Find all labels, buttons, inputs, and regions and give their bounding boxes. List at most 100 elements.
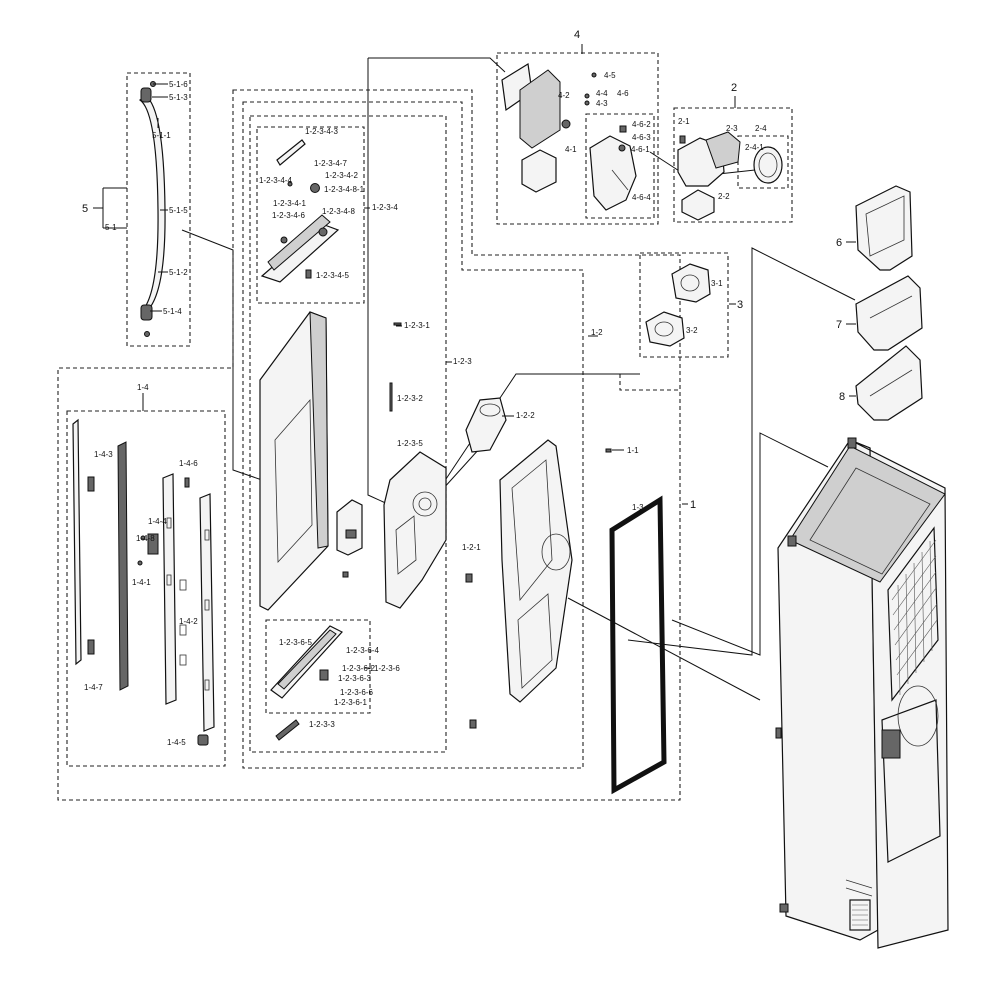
label-5-1-2: 5-1-2 xyxy=(169,268,188,277)
label-1-2-3-2: 1-2-3-2 xyxy=(397,394,423,403)
box-assembly-4 xyxy=(496,52,659,225)
trim-screw-1-4-1 xyxy=(137,560,143,566)
label-4-1: 4-1 xyxy=(565,145,577,154)
label-1: 1 xyxy=(690,499,696,511)
label-5-1-6: 5-1-6 xyxy=(169,80,188,89)
trim-block-1-4-4 xyxy=(147,533,159,555)
auger-ring-2-4-1[interactable] xyxy=(753,146,783,184)
dispenser-housing-1-2-3-5[interactable] xyxy=(383,451,447,609)
label-4-6-3: 4-6-3 xyxy=(632,133,651,142)
label-3: 3 xyxy=(737,299,743,311)
side-trim-parts-1-4[interactable] xyxy=(72,418,215,746)
ice-chute-1-2-2[interactable] xyxy=(465,397,507,453)
ice-maker-tray[interactable] xyxy=(521,149,557,193)
ice-maker-screw-4-5 xyxy=(591,72,597,78)
label-5-1-4: 5-1-4 xyxy=(163,307,182,316)
label-5-1-5: 5-1-5 xyxy=(169,206,188,215)
box-assembly-1-extension xyxy=(619,374,680,391)
control-motor-1-2-3-4-2 xyxy=(310,183,320,193)
cabinet-top xyxy=(789,445,946,583)
handle-bar[interactable] xyxy=(138,95,166,311)
trim-clip-1-4-3-top xyxy=(87,476,95,492)
label-2-2: 2-2 xyxy=(718,192,730,201)
label-5: 5 xyxy=(82,203,88,215)
chute-body[interactable] xyxy=(465,397,507,453)
door-bin-7[interactable] xyxy=(855,275,923,351)
label-1-2-3-4-8-1: 1-2-3-4-8-1 xyxy=(324,185,365,194)
label-1-2-3-6-2: 1-2-3-6-2 xyxy=(342,664,375,673)
trim-cap-1-4-5 xyxy=(197,734,209,746)
label-4-3: 4-3 xyxy=(596,99,608,108)
gasket-frame[interactable] xyxy=(609,495,667,795)
box-assembly-1-2-3-4 xyxy=(256,126,365,304)
label-1-2-3-4-5: 1-2-3-4-5 xyxy=(316,271,349,280)
trim-screw-1-4-8 xyxy=(140,535,146,541)
label-2-4-1: 2-4-1 xyxy=(745,143,764,152)
hinge-plate[interactable] xyxy=(336,499,363,556)
box-assembly-1-4 xyxy=(66,410,226,767)
ice-maker-motor[interactable] xyxy=(519,69,561,149)
trim-hinge-cover[interactable] xyxy=(162,473,177,705)
label-2-3: 2-3 xyxy=(726,124,738,133)
cabinet-control-box xyxy=(881,729,901,759)
handle-part-5[interactable] xyxy=(93,81,168,337)
leader-dispenser-to-top xyxy=(367,58,391,506)
leader-3-to-1-2-2 xyxy=(439,373,640,489)
box-assembly-1-2-3 xyxy=(249,115,447,753)
auger-motor-2-3[interactable] xyxy=(705,131,741,169)
label-2-4: 2-4 xyxy=(755,124,767,133)
label-1-2-3-5: 1-2-3-5 xyxy=(397,439,423,448)
label-1-2-3-1: 1-2-3-1 xyxy=(404,321,430,330)
label-1-4-3: 1-4-3 xyxy=(94,450,113,459)
leader-gasket-to-cabinet xyxy=(627,247,856,656)
door-gasket-1-3[interactable] xyxy=(609,495,667,795)
auger-motor-assembly-2[interactable] xyxy=(677,131,783,221)
handle-cap-bottom xyxy=(140,304,153,321)
label-1-2-3-4-8: 1-2-3-4-8 xyxy=(322,207,355,216)
inner-door-liner-body[interactable] xyxy=(499,439,573,703)
cabinet-compressor-area xyxy=(881,699,941,863)
label-8: 8 xyxy=(839,391,845,403)
box-assembly-4-6 xyxy=(585,113,655,219)
door-bin-6[interactable] xyxy=(855,185,913,271)
label-1-4-1: 1-4-1 xyxy=(132,578,151,587)
label-1-2-3-4-2: 1-2-3-4-2 xyxy=(325,171,358,180)
door-outer-panel[interactable] xyxy=(259,311,348,611)
label-1-2-3-6-1: 1-2-3-6-1 xyxy=(334,698,367,707)
cap-3-1[interactable] xyxy=(671,263,711,303)
control-bracket-1-2-3-4-3[interactable] xyxy=(276,139,306,166)
label-5-1-1: 5-1-1 xyxy=(152,131,171,140)
ice-crusher-4-6[interactable] xyxy=(589,135,637,211)
label-1-4-5: 1-4-5 xyxy=(167,738,186,747)
label-1-2-3-6-3: 1-2-3-6-3 xyxy=(338,674,371,683)
trim-strip-left[interactable] xyxy=(72,418,82,666)
caps-assembly-3[interactable] xyxy=(645,263,711,347)
crusher-part-4-6-1 xyxy=(618,144,626,152)
label-1-4-8: 1-4-8 xyxy=(136,534,155,543)
label-4-5: 4-5 xyxy=(604,71,616,80)
label-1-2-3-6: 1-2-3-6 xyxy=(374,664,400,673)
pcb-cable-1-2-3-3[interactable] xyxy=(275,719,300,741)
label-1-4-6: 1-4-6 xyxy=(179,459,198,468)
trim-rail-right[interactable] xyxy=(199,493,215,732)
hinge-bracket[interactable] xyxy=(336,499,363,556)
ice-maker-gear-4-1 xyxy=(561,119,571,129)
label-3-2: 3-2 xyxy=(686,326,698,335)
trim-rail-dark[interactable] xyxy=(117,441,129,691)
door-bins[interactable] xyxy=(855,185,923,421)
control-screw xyxy=(280,236,288,244)
label-1-2-3-4-1: 1-2-3-4-1 xyxy=(273,199,306,208)
auger-cup-2-2[interactable] xyxy=(681,189,715,221)
refrigerator-cabinet xyxy=(775,437,949,949)
inner-door-liner[interactable] xyxy=(499,439,573,703)
control-screw-2 xyxy=(287,181,293,187)
cap-3-2[interactable] xyxy=(645,311,685,347)
leader-1-2-3-5-to-3 xyxy=(441,447,481,491)
control-body[interactable] xyxy=(267,214,331,271)
dispenser-control-assembly[interactable] xyxy=(260,139,340,283)
display-pcb-assembly-1-2-3-6[interactable] xyxy=(270,625,343,741)
label-4-4: 4-4 xyxy=(596,89,608,98)
door-bin-8[interactable] xyxy=(855,345,923,421)
ice-maker-assembly-4[interactable] xyxy=(501,63,637,211)
